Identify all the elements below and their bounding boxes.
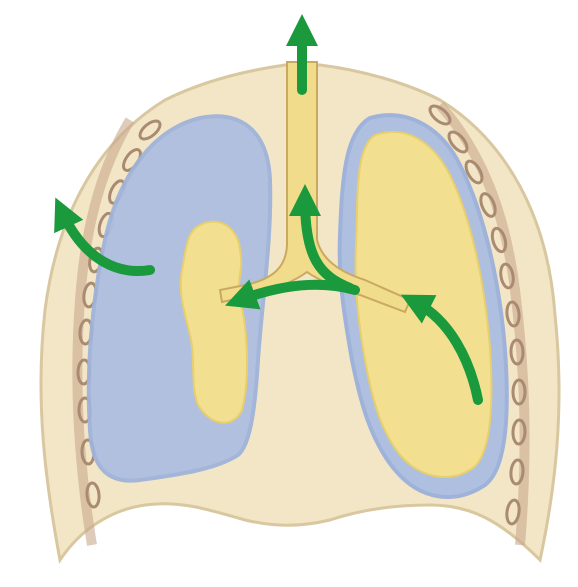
lung-diagram <box>0 0 578 587</box>
lung-diagram-svg <box>0 0 578 587</box>
